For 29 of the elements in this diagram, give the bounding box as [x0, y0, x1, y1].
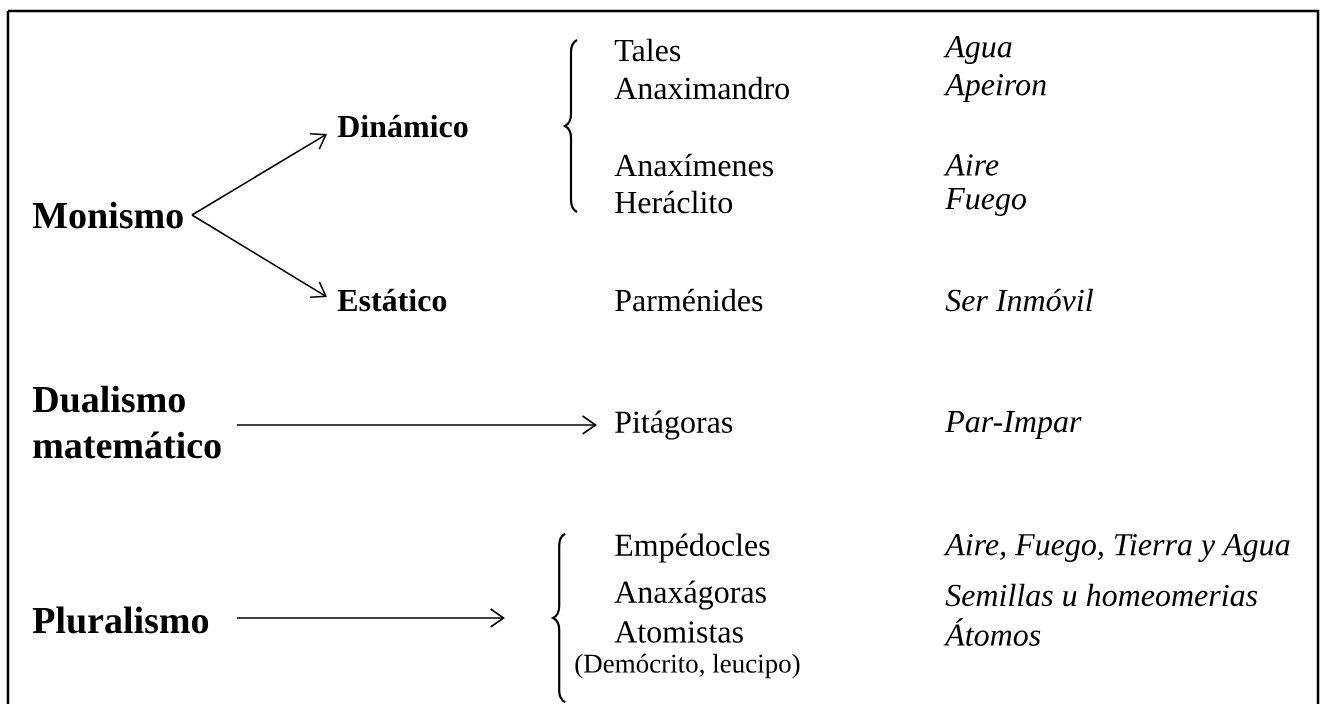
category-label: Dualismo matemático	[32, 385, 221, 459]
principle-label: Átomos	[943, 618, 1041, 646]
principle-label: Par-Impar	[945, 411, 1082, 439]
subcategory-label: Estático	[337, 288, 447, 312]
philosopher-label: Anaxágoras	[614, 580, 766, 610]
subcategory-label: Dinámico	[337, 114, 468, 138]
note-label: (Demócrito, leucipo)	[575, 653, 800, 679]
philosopher-label: Heráclito	[615, 190, 733, 214]
philosopher-label: Parménides	[615, 288, 763, 312]
philosopher-label: Anaxímenes	[614, 153, 773, 177]
principle-label: Aire, Fuego, Tierra y Agua	[943, 533, 1290, 563]
brace	[552, 532, 566, 704]
principle-label: Agua	[943, 36, 1012, 64]
philosopher-label: Atomistas	[614, 621, 743, 643]
arrow	[191, 132, 327, 216]
arrow	[236, 415, 597, 435]
category-label: Pluralismo	[32, 606, 209, 634]
philosopher-label: Anaximandro	[614, 76, 789, 100]
principle-label: Apeiron	[943, 74, 1046, 102]
arrow	[236, 608, 505, 628]
arrow	[191, 214, 327, 299]
philosopher-label: Tales	[614, 38, 681, 62]
category-label: Monismo	[32, 201, 183, 229]
principle-label: Fuego	[945, 188, 1026, 216]
philosopher-label: Empédocles	[615, 533, 770, 563]
principle-label: Semillas u homeomerias	[945, 583, 1258, 607]
philosopher-label: Pitágoras	[615, 410, 733, 440]
principle-label: Ser Inmóvil	[945, 288, 1093, 312]
principle-label: Aire	[943, 154, 999, 176]
